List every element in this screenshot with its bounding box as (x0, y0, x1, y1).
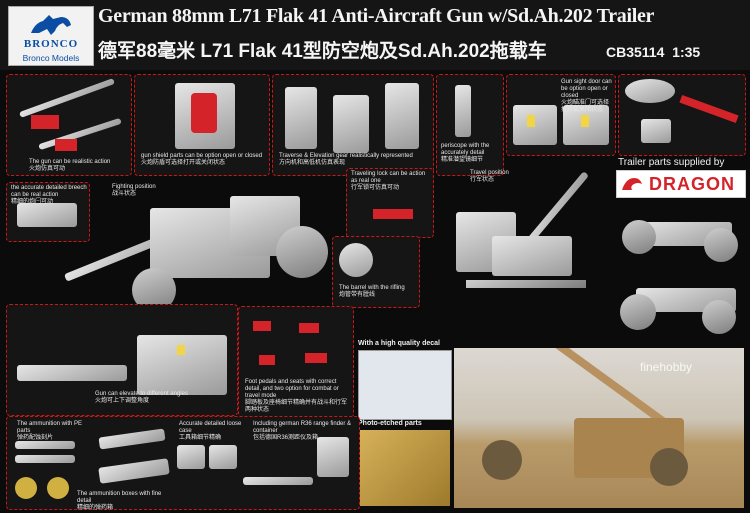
decal-sheet (358, 350, 452, 420)
photo-wheel (482, 440, 522, 480)
horse-icon (31, 15, 71, 35)
barrel-end (339, 243, 373, 277)
dragon-logo: DRAGON (616, 170, 746, 198)
panel-foot-pedals: Foot pedals and seats with correct detai… (238, 306, 354, 418)
red-part (259, 355, 275, 365)
periscope-part (455, 85, 471, 137)
dragon-text: DRAGON (649, 174, 735, 194)
red-part (373, 209, 413, 219)
caption: Traveling lock can be action as real one… (351, 171, 426, 191)
panel-sight-door: Gun sight door can be option open or clo… (506, 74, 616, 156)
page-title-cn: 德军88毫米 L71 Flak 41型防空炮及Sd.Ah.202拖载车 (98, 41, 547, 62)
red-part (679, 94, 739, 124)
scale-value: 1:35 (672, 44, 701, 60)
photo-etched-sheet (358, 430, 450, 506)
loose-case (177, 445, 205, 469)
red-part (305, 353, 327, 363)
gun-part (137, 335, 227, 395)
panel-traverse: Traverse & Elevation gear realistically … (272, 74, 434, 176)
shell-part (15, 455, 75, 463)
bronco-logo: BRONCO Bronco Models (8, 6, 94, 66)
sight-part (513, 105, 557, 145)
red-part (191, 93, 217, 133)
spade-part (641, 119, 671, 143)
caption: the accurate detailed breech can be real… (11, 185, 87, 205)
photo-etched-label: Photo-etched parts (358, 420, 422, 427)
trailer-render-2 (612, 272, 746, 344)
red-part (299, 323, 319, 333)
breech-part (17, 203, 77, 227)
ammo-box (98, 428, 166, 450)
dragon-icon (622, 178, 642, 190)
brand-subtitle: Bronco Models (22, 53, 80, 63)
product-code: CB35114 1:35 (606, 44, 700, 60)
caption: Foot pedals and seats with correct detai… (245, 379, 348, 413)
ammo-base (15, 477, 37, 499)
decal-label: With a high quality decal (358, 340, 441, 347)
range-finder-container (317, 437, 349, 477)
caption: Traverse & Elevation gear realistically … (279, 153, 413, 166)
yellow-tag (527, 115, 535, 127)
trailer-supplied-label: Trailer parts supplied by (618, 157, 725, 168)
panel-traveling-lock: Traveling lock can be action as real one… (346, 168, 434, 238)
gear-part (285, 87, 317, 149)
watermark: finehobby (640, 360, 693, 374)
barrel-part (18, 78, 116, 118)
photo-wheel (650, 448, 688, 486)
shell-part (15, 441, 75, 449)
red-part (253, 321, 271, 331)
red-part (55, 139, 77, 151)
header-bar (0, 0, 750, 70)
trailer-render-1 (618, 200, 746, 270)
gear-part (385, 83, 419, 149)
assembled-model-photo (454, 348, 744, 508)
product-code-value: CB35114 (606, 44, 665, 60)
yellow-tag (177, 345, 185, 355)
wheel-part (625, 79, 675, 103)
gear-part (333, 95, 369, 153)
page-title: German 88mm L71 Flak 41 Anti-Aircraft Gu… (98, 5, 655, 27)
panel-spade (618, 74, 746, 156)
loose-case (209, 445, 237, 469)
caption: Including german R36 range finder & cont… (253, 421, 352, 441)
brand-name: BRONCO (23, 38, 79, 50)
ammo-base (47, 477, 69, 499)
caption: gun shield parts can be option open or c… (141, 153, 263, 166)
panel-shield: gun shield parts can be option open or c… (134, 74, 270, 176)
yellow-tag (581, 115, 589, 127)
red-part (31, 115, 59, 129)
gun-travel-render (436, 171, 612, 308)
range-finder (243, 477, 313, 485)
panel-breech: the accurate detailed breech can be real… (6, 182, 90, 242)
gun-part (17, 365, 127, 381)
ammo-box (98, 458, 170, 484)
gun-fighting-render (40, 186, 340, 316)
caption: Gun sight door can be option open or clo… (561, 79, 612, 113)
